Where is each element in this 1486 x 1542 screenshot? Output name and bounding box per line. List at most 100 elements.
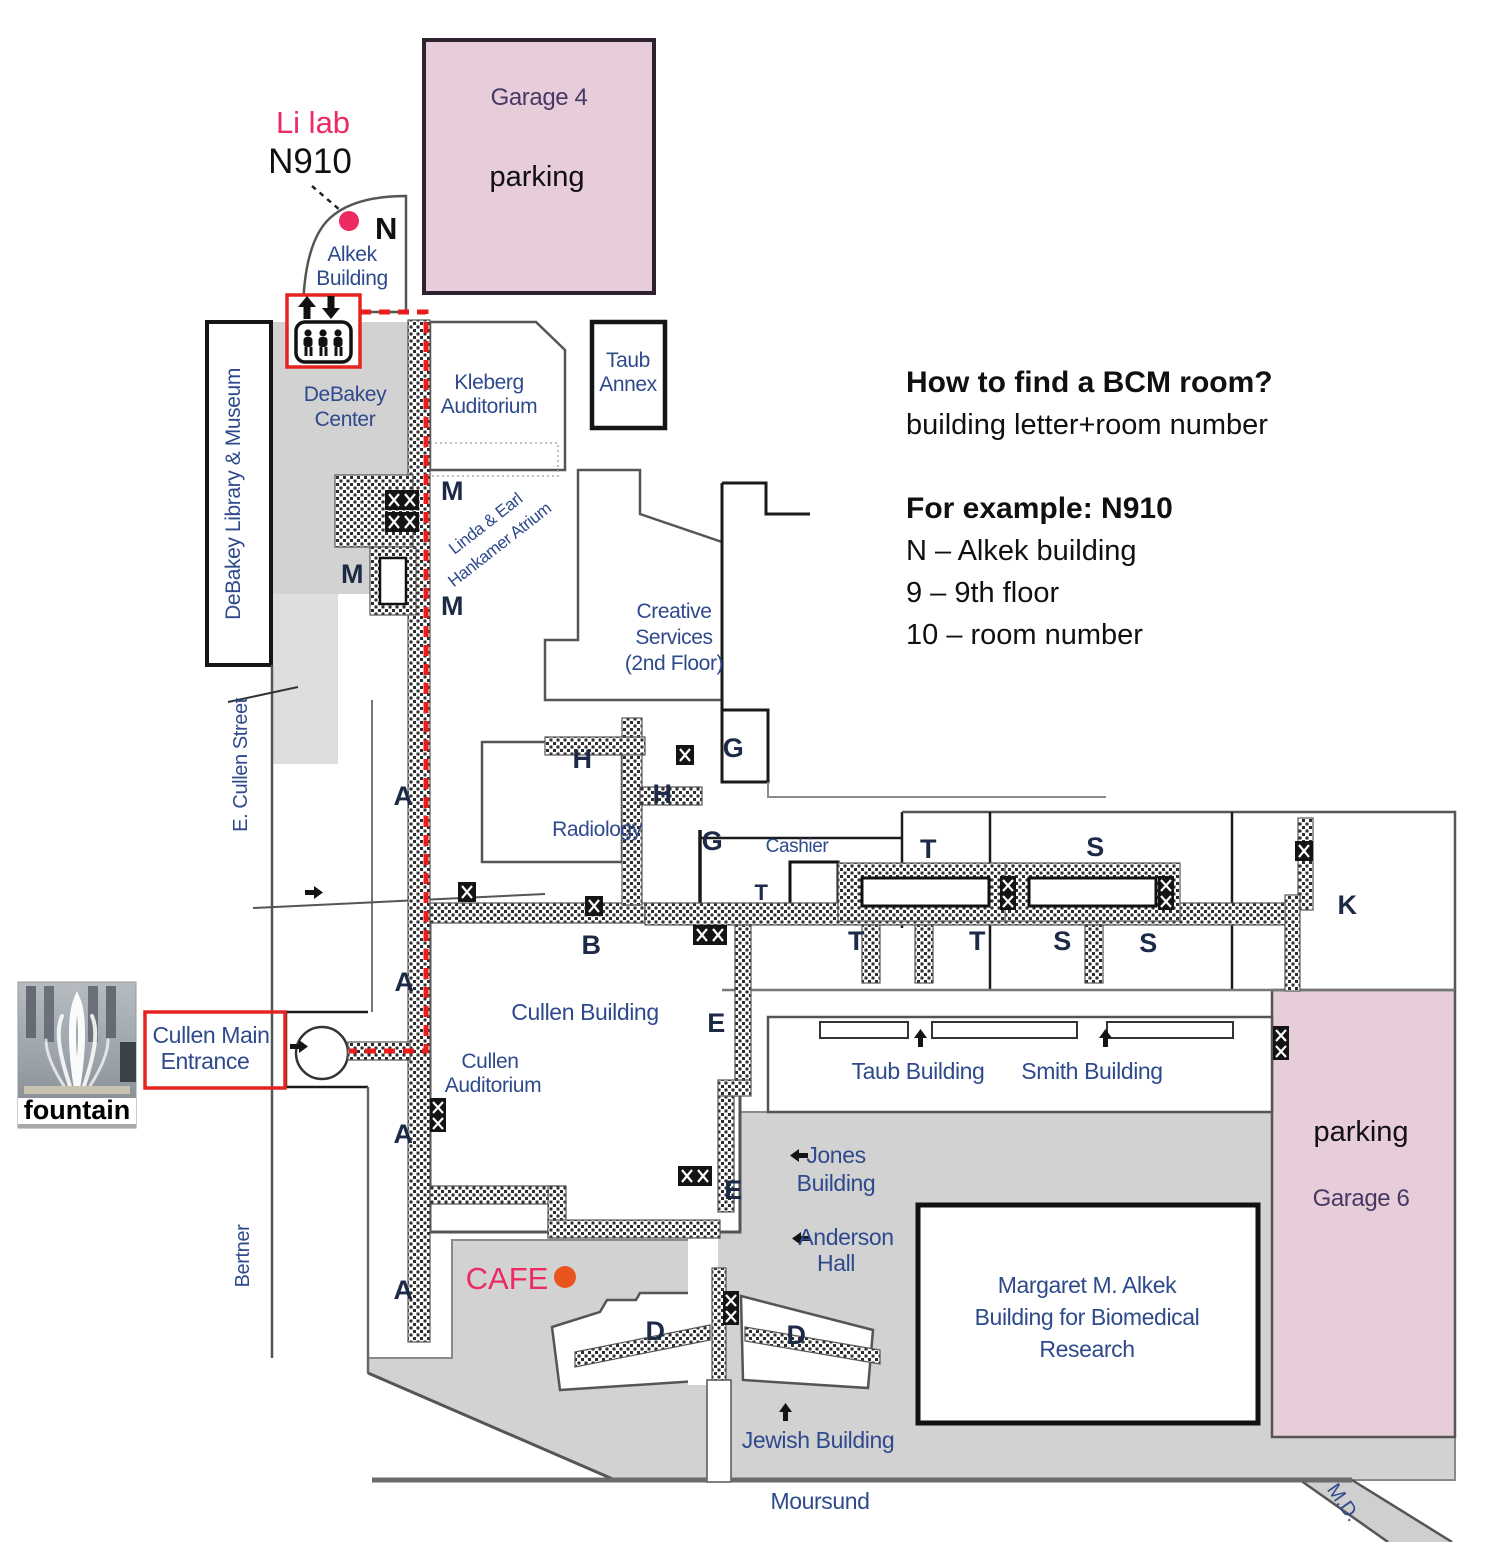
malkek-2-label: Building for Biomedical: [975, 1304, 1200, 1330]
s-ring-court: [1027, 876, 1158, 908]
debakeyc-1-label: DeBakey: [304, 383, 387, 406]
stub-t1: [861, 924, 881, 984]
t-2-label: T: [920, 834, 937, 864]
t-ring-court: [860, 876, 991, 908]
taub-row-room-3: [1106, 1021, 1234, 1039]
t-4-label: T: [969, 926, 986, 956]
kleberg-2-label: Auditorium: [441, 395, 537, 418]
m-3-label: M: [441, 591, 463, 621]
entrance-red-box: [143, 1010, 287, 1090]
elevator-box-icon: [456, 880, 478, 904]
cashier-label: Cashier: [766, 836, 830, 857]
elevator-box-icon: [428, 1096, 448, 1134]
creative-3-label: (2nd Floor): [625, 652, 723, 675]
d-2-label: D: [786, 1320, 805, 1350]
a-2-label: A: [394, 967, 413, 997]
b-label: B: [581, 930, 600, 960]
fountain-photo-building: [26, 986, 136, 1082]
md-road: [1300, 1480, 1452, 1542]
elevator-box-icon: [383, 488, 421, 512]
corridor-h1: [544, 736, 646, 756]
cullenaud-1-label: Cullen: [461, 1050, 518, 1073]
anderson-2-label: Hall: [817, 1250, 855, 1276]
howto-2-label: building letter+room number: [906, 409, 1268, 441]
elevator-box-icon: [1271, 1024, 1291, 1062]
creative-2-label: Services: [635, 626, 712, 649]
li-lab-label: Li lab: [276, 105, 350, 140]
fountain-label: fountain: [24, 1095, 130, 1125]
garage-4: [422, 38, 656, 295]
alkek-2-label: Building: [316, 267, 388, 290]
fountain-label-strip: [18, 1098, 136, 1124]
taub-row-room-2: [931, 1021, 1078, 1039]
taub-bldg-label: Taub Building: [852, 1058, 985, 1084]
elevator-box-icon: [1293, 839, 1315, 863]
debakey-annex-block: [272, 594, 338, 764]
radiology-building: [480, 740, 624, 864]
creative-step-wall: [722, 481, 810, 516]
kleberg-1-label: Kleberg: [454, 371, 524, 394]
smith-bldg-label: Smith Building: [1021, 1058, 1162, 1084]
g-2-label: G: [702, 826, 723, 856]
entrance-1-label: Cullen Main: [152, 1022, 269, 1048]
elevator-box-icon: [674, 743, 696, 767]
corridor-c-lower: [547, 1219, 721, 1239]
alkek-building-fan: [301, 194, 408, 314]
cafe-label: CAFE: [466, 1261, 549, 1296]
corridor-h2: [639, 786, 703, 806]
elevator-box-icon: [691, 923, 729, 947]
g-1-label: G: [723, 733, 744, 763]
library-label: DeBakey Library & Museum: [222, 368, 245, 620]
stub-s: [1084, 924, 1104, 984]
elevator-box-icon: [676, 1164, 714, 1188]
g-upper-room: [720, 708, 770, 784]
a-3-label: A: [393, 1119, 412, 1149]
margaret-alkek-box: [915, 1202, 1261, 1426]
jewish-label: Jewish Building: [742, 1427, 895, 1453]
ex-3-label: 9 – 9th floor: [906, 577, 1059, 609]
m-1-label: M: [441, 476, 463, 506]
fountain-photo: [17, 981, 137, 1129]
elevator-box-icon: [998, 874, 1018, 912]
red-elements: [143, 185, 576, 1288]
ex-4-label: 10 – room number: [906, 619, 1143, 651]
corridor-g: [621, 717, 643, 906]
corridor-d-left: [574, 1324, 711, 1368]
cullenaud-2-label: Auditorium: [445, 1074, 541, 1097]
ex-1-label: For example: N910: [906, 492, 1173, 525]
ecullen-label: E. Cullen Street: [230, 697, 252, 832]
n910-label: N910: [268, 142, 352, 181]
jones-2-label: Building: [797, 1170, 876, 1196]
d-1-label: D: [645, 1316, 664, 1346]
radiology-label: Radiology: [552, 818, 643, 841]
garage-6: [1270, 988, 1457, 1439]
debakey-library-building: [205, 320, 273, 667]
elevator-people-icon: [303, 329, 343, 356]
s-1-label: S: [1086, 832, 1104, 862]
street-arrow-icon: [305, 886, 323, 899]
entrance-2-label: Entrance: [161, 1048, 250, 1074]
corridor-c-upper: [429, 1185, 566, 1205]
howto-1-label: How to find a BCM room?: [906, 366, 1273, 399]
s-3-label: S: [1139, 928, 1157, 958]
anderson-1-label: Anderson: [798, 1224, 893, 1250]
campus-diagonal-edge: [367, 1371, 616, 1482]
corridor-e-jog: [717, 1079, 752, 1097]
atrium-hatch: [334, 474, 414, 548]
garage6-name-label: Garage 6: [1313, 1185, 1410, 1212]
corridor-d-right: [744, 1326, 881, 1365]
a-1-label: A: [393, 781, 412, 811]
creative-1-label: Creative: [637, 600, 712, 623]
debakeyc-2-label: Center: [315, 408, 376, 431]
corridor-b: [429, 902, 646, 924]
corridor-e-lower: [717, 1095, 735, 1213]
moursund-walkway: [706, 1379, 732, 1483]
h-2-label: H: [652, 779, 671, 809]
cafe-marker-dot: [554, 1266, 576, 1288]
taub-row-room-1: [819, 1021, 909, 1039]
jones-1-label: Jones: [806, 1142, 865, 1168]
n-letter-label: N: [375, 211, 397, 246]
